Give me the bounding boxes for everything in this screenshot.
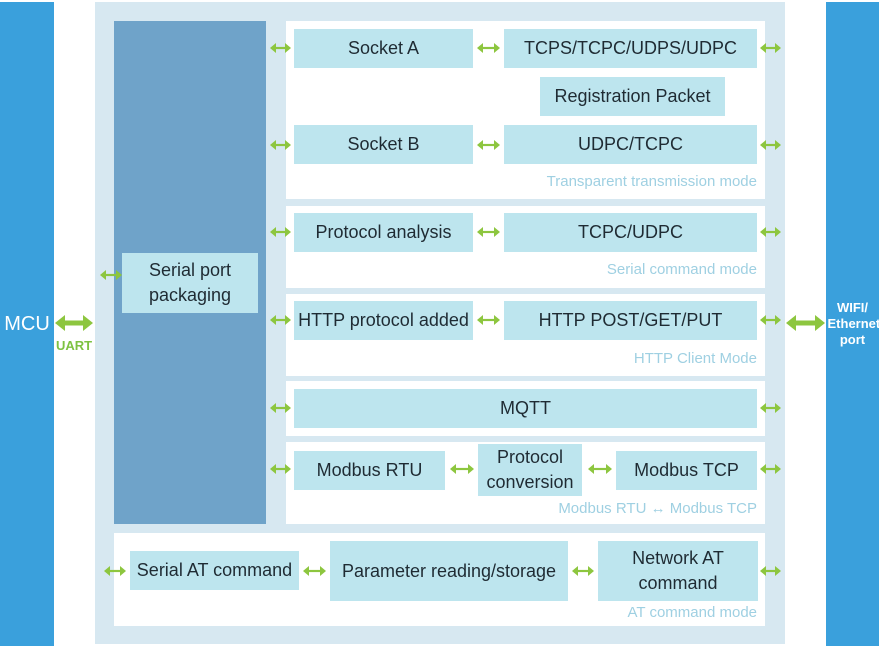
- mqtt-left-arrow: [270, 403, 291, 413]
- socket-a-right-arrow: [760, 43, 781, 53]
- serial-cmd-left-arrow: [270, 227, 291, 237]
- wifi-port-arrow: [786, 315, 825, 331]
- serial-cmd-right-arrow: [760, 227, 781, 237]
- socket-a-box: Socket A: [294, 29, 473, 68]
- socket-a-protocols-box: TCPS/TCPC/UDPS/UDPC: [504, 29, 757, 68]
- protocol-analysis-box: Protocol analysis: [294, 213, 473, 252]
- socket-b-protocols-box: UDPC/TCPC: [504, 125, 757, 164]
- http-left-arrow: [270, 315, 291, 325]
- modbus-left-arrow: [270, 464, 291, 474]
- at-left-arrow: [104, 566, 126, 576]
- serial-packaging-box: Serial port packaging: [122, 253, 258, 313]
- modbus-right-arrow: [760, 464, 781, 474]
- socket-b-mid-arrow: [477, 140, 500, 150]
- modbus-rtu-conv-arrow: [450, 464, 474, 474]
- packaging-left-arrow: [100, 270, 122, 280]
- socket-a-left-arrow: [270, 43, 291, 53]
- modbus-rtu-box: Modbus RTU: [294, 451, 445, 490]
- uart-label: UART: [56, 338, 93, 353]
- at-right-arrow: [760, 566, 781, 576]
- mcu-bar: MCU: [0, 2, 54, 646]
- socket-b-left-arrow: [270, 140, 291, 150]
- wifi-ethernet-bar: WIFI/ Ethernet port: [826, 2, 879, 646]
- mqtt-box: MQTT: [294, 389, 757, 428]
- http-right-arrow: [760, 315, 781, 325]
- serial-at-command-box: Serial AT command: [130, 551, 299, 590]
- network-at-command-box: Network AT command: [598, 541, 758, 601]
- http-mid-arrow: [477, 315, 500, 325]
- modbus-conv-tcp-arrow: [588, 464, 612, 474]
- serial-cmd-mid-arrow: [477, 227, 500, 237]
- at-command-mode-label: AT command mode: [627, 604, 758, 621]
- protocol-conversion-box: Protocol conversion: [478, 444, 582, 496]
- mcu-uart-arrow: [55, 315, 93, 331]
- modbus-tcp-box: Modbus TCP: [616, 451, 757, 490]
- at-param-network-arrow: [572, 566, 594, 576]
- wifi-ethernet-label: WIFI/ Ethernet port: [827, 300, 879, 347]
- serial-command-mode-label: Serial command mode: [606, 261, 757, 278]
- parameter-storage-box: Parameter reading/storage: [330, 541, 568, 601]
- http-methods-box: HTTP POST/GET/PUT: [504, 301, 757, 340]
- modbus-mode-label: Modbus RTU ↔ Modbus TCP: [558, 500, 757, 517]
- socket-a-mid-arrow: [477, 43, 500, 53]
- http-client-mode-label: HTTP Client Mode: [633, 350, 757, 367]
- serial-cmd-protocols-box: TCPC/UDPC: [504, 213, 757, 252]
- at-serial-param-arrow: [303, 566, 326, 576]
- registration-packet-box: Registration Packet: [540, 77, 725, 116]
- http-protocol-added-box: HTTP protocol added: [294, 301, 473, 340]
- socket-b-right-arrow: [760, 140, 781, 150]
- mqtt-right-arrow: [760, 403, 781, 413]
- socket-b-box: Socket B: [294, 125, 473, 164]
- mcu-label: MCU: [4, 312, 50, 335]
- transparent-mode-label: Transparent transmission mode: [546, 173, 757, 190]
